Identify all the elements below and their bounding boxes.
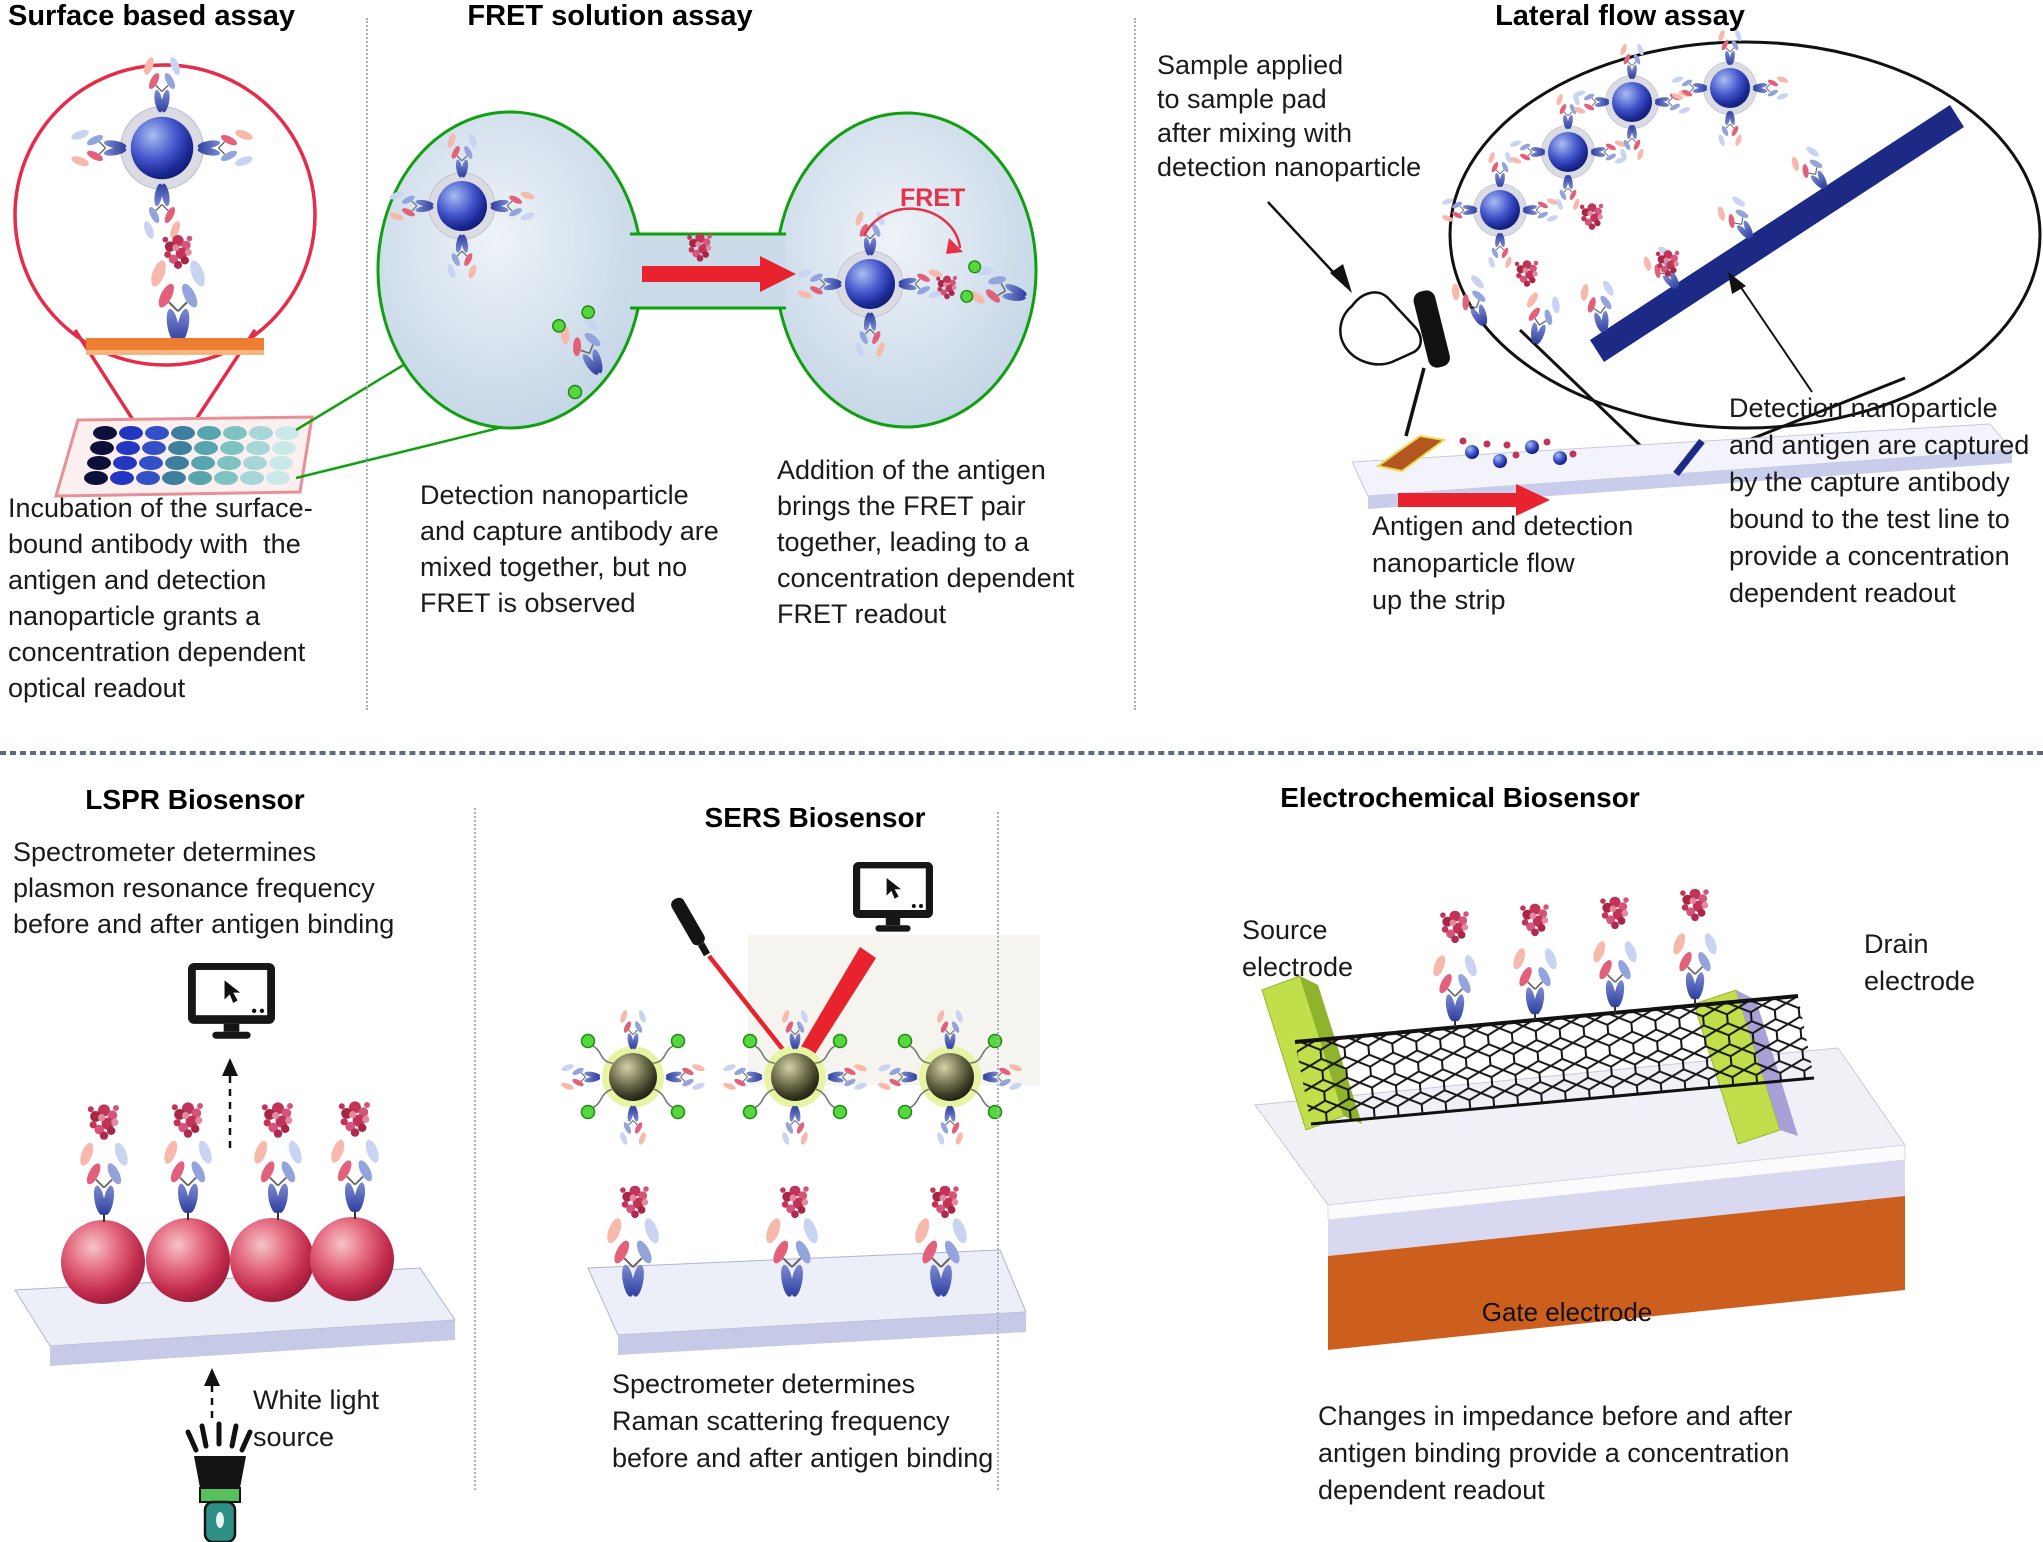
fret-assay-illustration xyxy=(295,110,1038,480)
testline-pointer-arrowhead xyxy=(1728,272,1746,294)
electro-caption: Changes in impedance before and after an… xyxy=(1318,1401,1793,1505)
sers-platform xyxy=(587,1249,1027,1355)
fret-arc-arrowhead xyxy=(946,238,963,254)
reaction-arrow xyxy=(642,256,796,292)
flowing-nanoparticles xyxy=(1459,437,1577,468)
light-dashed-arrow xyxy=(204,1368,220,1418)
test-line-band-zoomed xyxy=(1590,105,1964,362)
drain-electrode-label: Drain electrode xyxy=(1864,929,1976,996)
lspr-caption: Spectrometer determines plasmon resonanc… xyxy=(13,837,395,939)
gate-electrode-layer xyxy=(1328,1196,1905,1350)
fret-dye-dot xyxy=(567,384,583,400)
antigens-row xyxy=(1440,888,1709,944)
surface-assay-illustration xyxy=(13,56,317,498)
receptor-antibodies xyxy=(1430,930,1720,1027)
carbon-nanotube xyxy=(1294,994,1815,1126)
gate-electrode-label: Gate electrode xyxy=(1481,1297,1653,1327)
testline-pointer-line xyxy=(1735,279,1813,393)
sers-title: SERS Biosensor xyxy=(704,802,926,833)
lateral-sample-note: Sample applied to sample pad after mixin… xyxy=(1157,50,1422,182)
fret-complex xyxy=(796,207,1032,358)
signal-dashed-arrow xyxy=(222,1058,238,1148)
source-electrode-label: Source electrode xyxy=(1242,915,1354,982)
fret-right-caption: Addition of the antigen brings the FRET … xyxy=(777,455,1075,629)
fret-label: FRET xyxy=(900,184,966,212)
assay-surface-bar xyxy=(86,338,264,355)
zoom-callout-lines-green xyxy=(295,356,516,480)
divider-surface-fret xyxy=(366,18,368,710)
lateral-flow-note: Antigen and detection nanoparticle flow … xyxy=(1372,511,1634,615)
insulator-layer xyxy=(1328,1160,1905,1256)
electro-title: Electrochemical Biosensor xyxy=(1280,782,1640,813)
microplate xyxy=(53,415,314,498)
fret-assay-title: FRET solution assay xyxy=(467,0,753,32)
sers-caption: Spectrometer determines Raman scattering… xyxy=(612,1369,994,1473)
lspr-title: LSPR Biosensor xyxy=(85,784,305,815)
sample-pad xyxy=(1375,434,1447,473)
divider-fret-lateral xyxy=(1134,18,1136,710)
fret-transfer-arc xyxy=(862,207,962,249)
test-line xyxy=(1673,438,1705,477)
sers-illustration xyxy=(560,862,1040,1355)
antigens-row xyxy=(620,1185,959,1219)
fret-left-caption: Detection nanoparticle and capture antib… xyxy=(420,480,719,618)
lateral-flow-illustration xyxy=(1267,29,2042,516)
lateral-capture-note: Detection nanoparticle and antigen are c… xyxy=(1729,393,2030,608)
divider-sers-electro xyxy=(997,812,999,1490)
monitor-icon xyxy=(853,862,933,932)
flashlight-icon xyxy=(185,1421,253,1542)
surface-assay-caption: Incubation of the surface- bound antibod… xyxy=(8,493,313,703)
gold-nanospheres xyxy=(61,1217,394,1304)
pipette-hand-icon xyxy=(1339,290,1450,437)
sample-pointer-arrowhead xyxy=(1330,264,1352,293)
surface-antibodies xyxy=(76,1137,383,1222)
divider-lspr-sers xyxy=(474,808,476,1490)
divider-horizontal xyxy=(0,751,2043,755)
flow-direction-arrow xyxy=(1398,484,1550,516)
monitor-icon xyxy=(188,963,275,1039)
lateral-flow-title: Lateral flow assay xyxy=(1495,0,1745,32)
lspr-illustration xyxy=(14,963,456,1542)
laser-pen-icon xyxy=(671,897,711,957)
white-light-label: White light source xyxy=(253,1385,380,1452)
electrochemical-illustration xyxy=(1254,888,1906,1350)
surface-assay-title: Surface based assay xyxy=(8,0,295,32)
